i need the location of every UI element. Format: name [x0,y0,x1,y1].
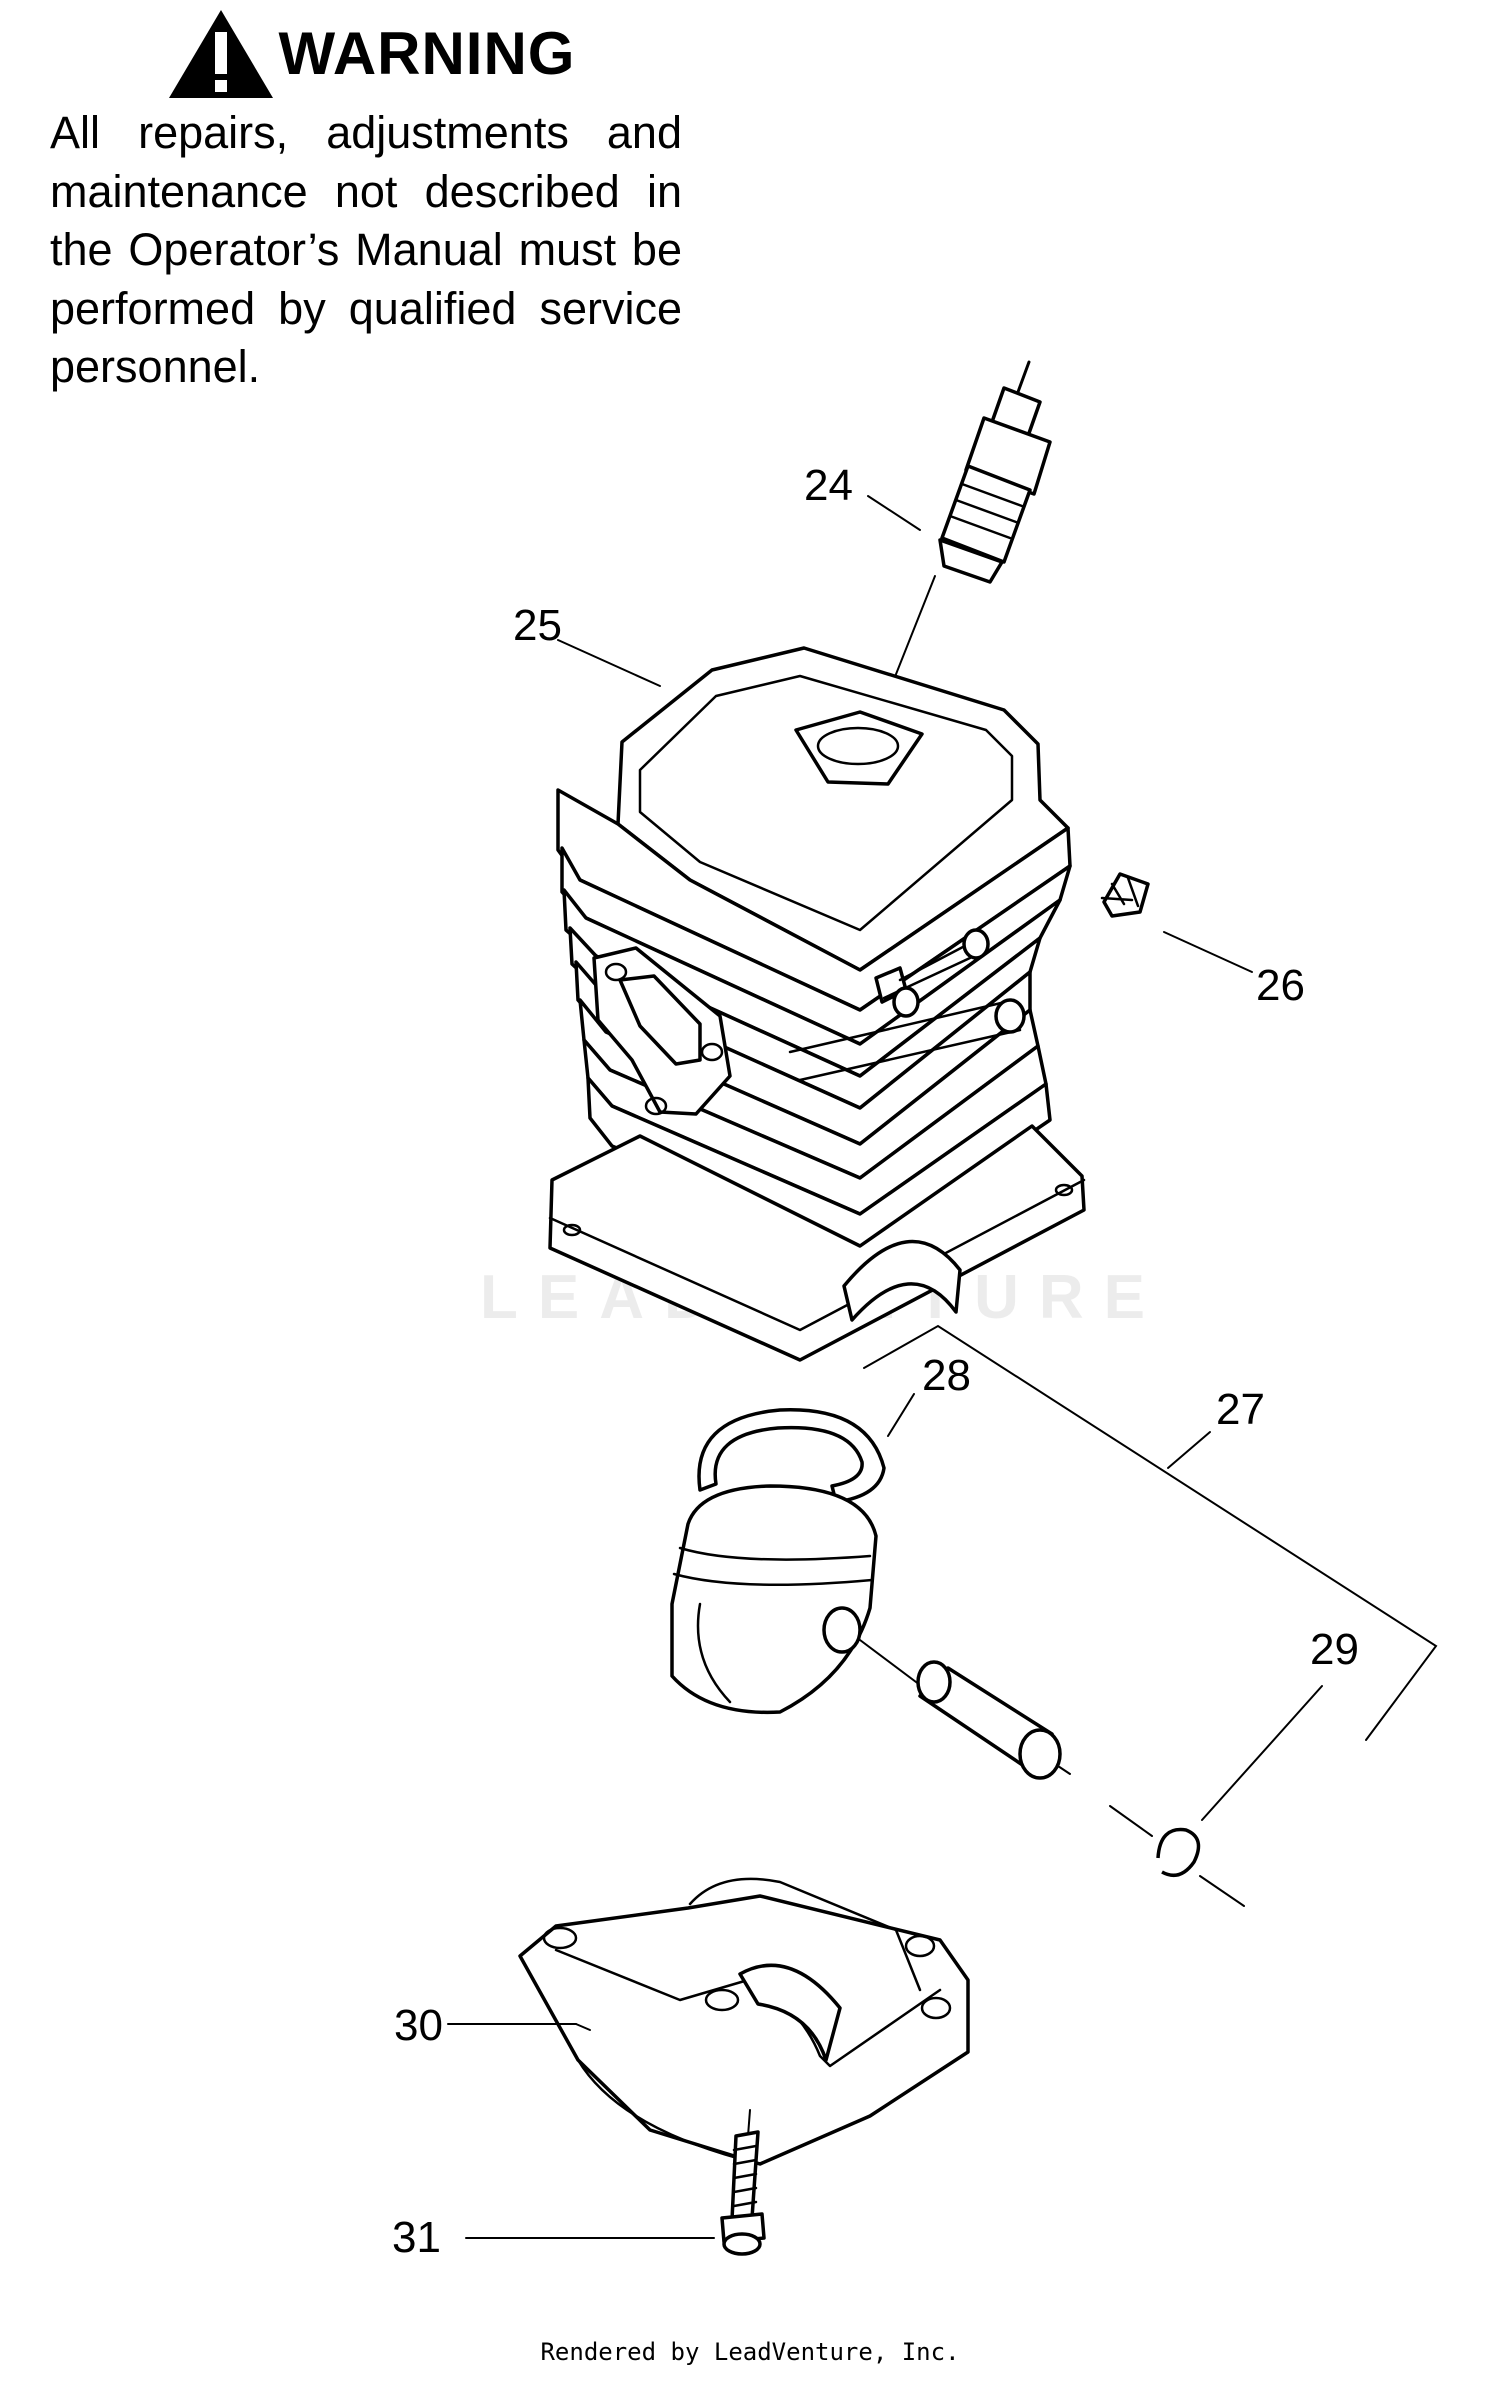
warning-text: All repairs, adjustments and maintenance… [50,107,682,392]
callout-30: 30 [394,2001,443,2050]
part-31-screw[interactable] [465,2109,766,2256]
part-26-clip[interactable] [1100,872,1253,973]
part-30-crankcase-bottom[interactable] [447,1877,970,2166]
part-28-piston-ring[interactable] [697,1393,915,1504]
footer-credit: Rendered by LeadVenture, Inc. [540,2338,960,2366]
warning-block: WARNING All repairs, adjustments and mai… [50,6,682,397]
part-27-piston-kit-bracket[interactable] [863,1324,1438,1741]
callout-28: 28 [922,1351,971,1400]
warning-triangle-icon [168,10,273,98]
callout-31: 31 [392,2213,441,2262]
callout-25: 25 [513,601,562,650]
callout-24: 24 [804,461,853,510]
part-29-circlip[interactable] [1109,1685,1323,1907]
piston[interactable] [670,1484,1071,1780]
part-25-cylinder[interactable] [548,639,1086,1362]
warning-header: WARNING [60,6,682,102]
warning-title: WARNING [278,20,576,87]
callout-27: 27 [1216,1385,1265,1434]
callout-29: 29 [1310,1625,1359,1674]
part-24-spark-plug[interactable] [849,360,1052,791]
callout-26: 26 [1256,961,1305,1010]
